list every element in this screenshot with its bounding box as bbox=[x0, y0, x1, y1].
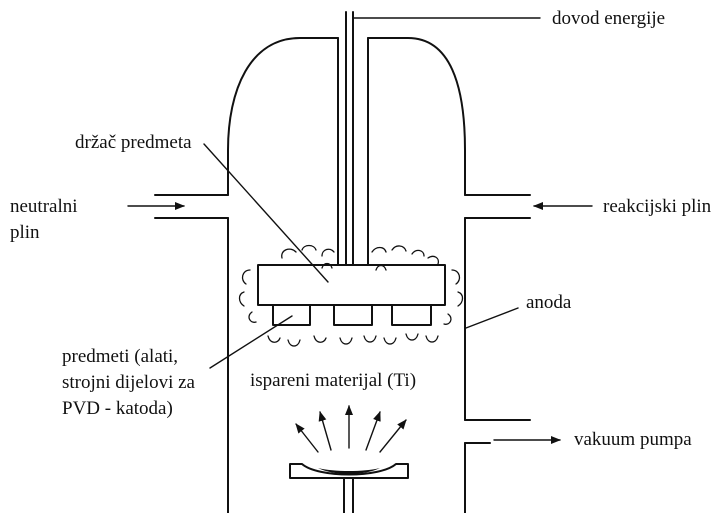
label-neutral-gas-2: plin bbox=[10, 222, 40, 243]
crucible-melt bbox=[318, 468, 380, 474]
workpiece-2 bbox=[333, 304, 373, 326]
label-vacuum-pump: vakuum pumpa bbox=[574, 429, 692, 450]
anode-leader bbox=[465, 307, 519, 329]
label-workpieces-3: PVD - katoda) bbox=[62, 398, 173, 419]
chamber-wall-right bbox=[367, 37, 466, 196]
label-workpieces-1: predmeti (alati, bbox=[62, 346, 179, 367]
workpiece-holder-plate bbox=[257, 264, 446, 306]
label-reaction-gas: reakcijski plin bbox=[603, 196, 712, 217]
label-neutral-gas-1: neutralni bbox=[10, 196, 78, 217]
label-evaporated-material: ispareni materijal (Ti) bbox=[250, 370, 417, 391]
label-power-supply: dovod energije bbox=[552, 8, 666, 29]
workpiece-1 bbox=[272, 304, 311, 326]
evaporation-arrows bbox=[295, 405, 407, 453]
label-workpiece-holder: držač predmeta bbox=[75, 132, 192, 153]
label-workpieces-2: strojni dijelovi za bbox=[62, 372, 195, 393]
holder-leader bbox=[203, 143, 329, 283]
label-anode: anoda bbox=[526, 292, 572, 313]
crucible bbox=[289, 463, 409, 479]
plasma-glow bbox=[238, 244, 464, 347]
workpieces-leader bbox=[209, 315, 293, 369]
workpiece-3 bbox=[391, 304, 432, 326]
chamber-wall-left bbox=[227, 37, 339, 196]
